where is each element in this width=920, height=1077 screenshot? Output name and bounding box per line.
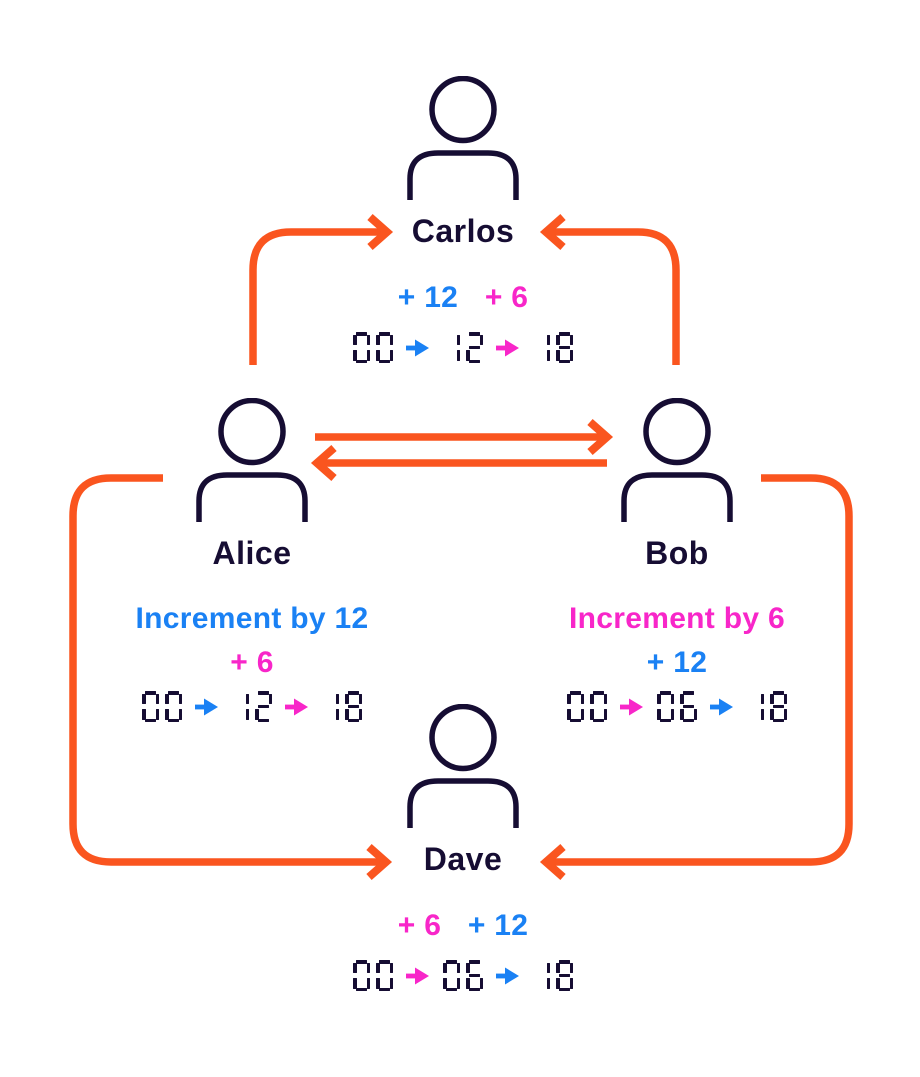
counter-value: [747, 691, 787, 722]
counter-row: [283, 332, 643, 363]
user-bob: Bob Increment by 6 + 12: [497, 398, 857, 738]
arrow-right-icon: [285, 697, 309, 717]
arrow-right-icon: [620, 697, 644, 717]
arrow-right-icon: [710, 697, 734, 717]
counter-row: [72, 691, 432, 722]
user-name: Carlos: [411, 213, 515, 249]
counter-value: [353, 960, 393, 991]
arrow-right-icon: [496, 338, 520, 358]
op-label: + 6: [397, 909, 442, 942]
person-icon: [407, 76, 519, 200]
sync-arrow-alice-to-dave: [69, 474, 393, 880]
op-label: Increment by 12: [135, 602, 369, 635]
person-icon: [407, 704, 519, 828]
op-label: + 6: [484, 281, 529, 314]
counter-row: [497, 691, 857, 722]
ops-row: Increment by 6 + 12: [497, 601, 857, 681]
counter-row: [283, 960, 643, 991]
op-label: + 12: [467, 909, 529, 942]
user-name: Alice: [212, 535, 292, 571]
arrow-right-icon: [496, 966, 520, 986]
counter-value: [657, 691, 697, 722]
user-name: Bob: [645, 535, 709, 571]
counter-value: [567, 691, 607, 722]
counter-value: [443, 960, 483, 991]
counter-value: [443, 332, 483, 363]
person-icon: [196, 398, 308, 522]
counter-value: [232, 691, 272, 722]
sync-arrow-bob-to-dave: [539, 474, 853, 880]
op-label: Increment by 6: [569, 602, 785, 635]
person-icon: [621, 398, 733, 522]
counter-value: [353, 332, 393, 363]
ops-row: + 6 + 12: [283, 908, 643, 944]
arrow-right-icon: [406, 966, 430, 986]
ops-row: Increment by 12 + 6: [72, 601, 432, 681]
op-label: + 12: [397, 281, 459, 314]
counter-value: [533, 960, 573, 991]
sync-arrow-bob-to-carlos: [539, 214, 680, 365]
counter-value: [322, 691, 362, 722]
sync-arrow-alice-to-carlos: [249, 214, 394, 365]
arrow-right-icon: [195, 697, 219, 717]
user-alice: Alice Increment by 12 + 6: [72, 398, 432, 738]
op-label: + 12: [646, 646, 708, 679]
user-name: Dave: [423, 841, 503, 877]
arrow-right-icon: [406, 338, 430, 358]
counter-value: [142, 691, 182, 722]
sync-arrow-bob-to-alice: [310, 445, 607, 481]
sync-arrow-alice-to-bob: [315, 419, 614, 455]
user-carlos: Carlos + 12 + 6: [283, 76, 643, 416]
op-label: + 6: [230, 646, 274, 679]
ops-row: + 12 + 6: [283, 280, 643, 316]
user-dave: Dave + 6 + 12: [283, 704, 643, 1044]
counter-value: [533, 332, 573, 363]
